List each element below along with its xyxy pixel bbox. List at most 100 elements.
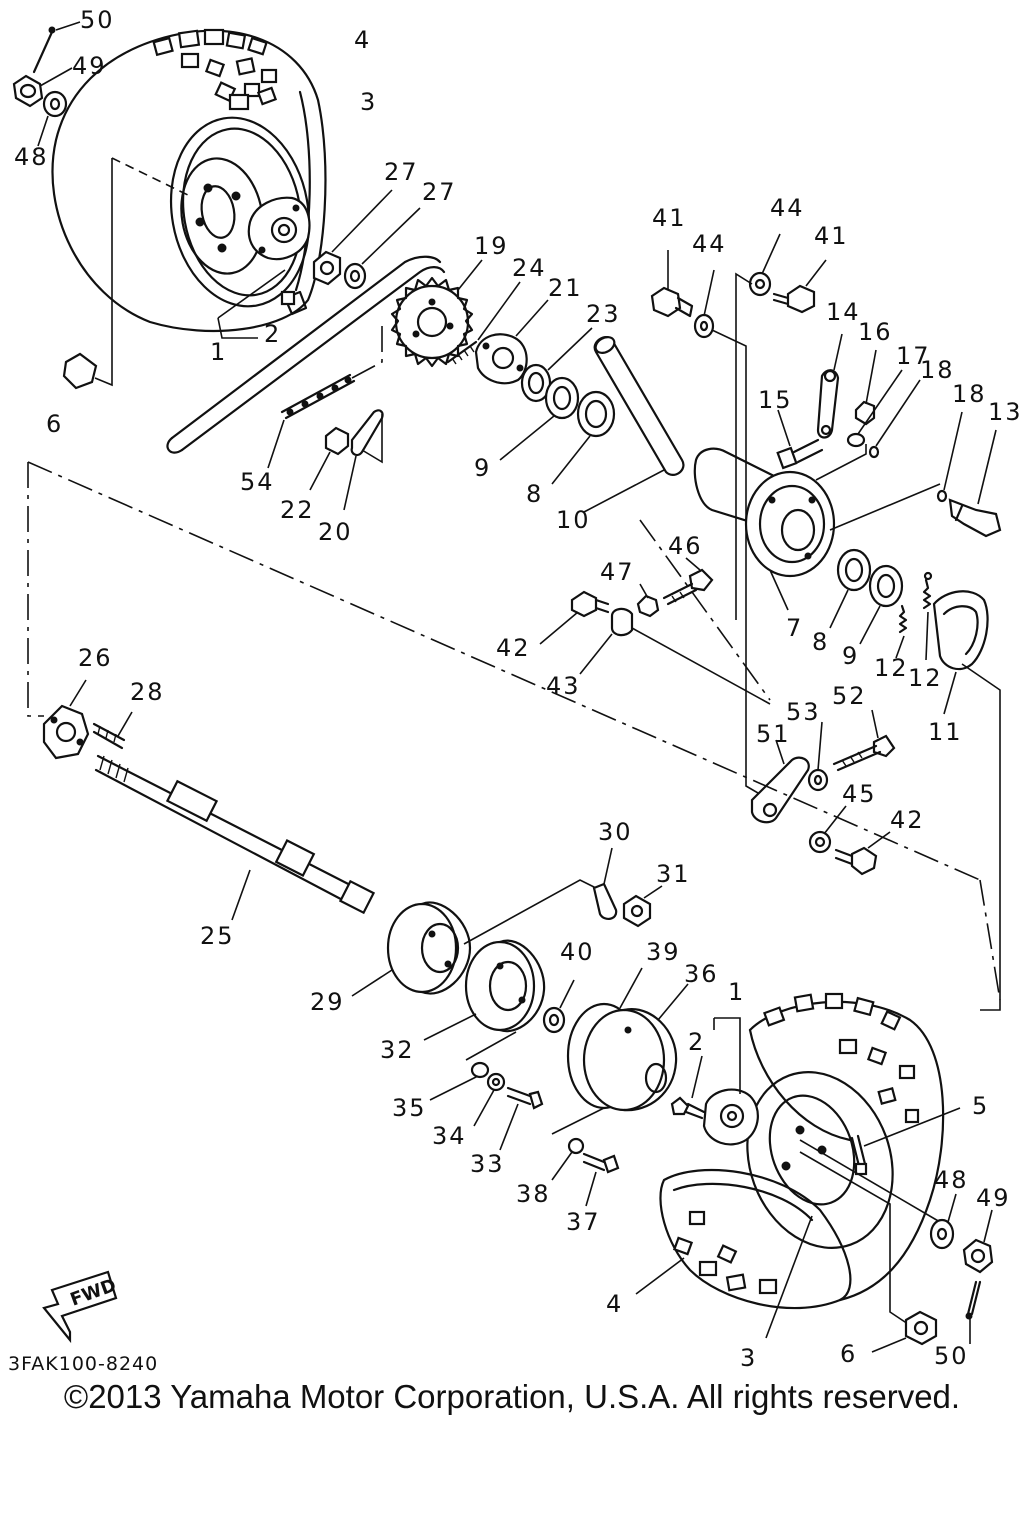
washer-35 [470,1061,490,1079]
bracket-51 [750,756,810,824]
callout-37: 37 [566,1208,601,1236]
collar-43 [610,607,634,637]
callout-42a: 42 [496,634,531,662]
callout-22: 22 [280,496,315,524]
seal-9-low [868,564,904,608]
callout-48-top: 48 [14,143,49,171]
bolt-41b [772,284,816,314]
callout-30: 30 [598,818,633,846]
callout-40: 40 [560,938,595,966]
callout-20: 20 [318,518,353,546]
callout-8-top: 8 [526,480,543,508]
callout-53: 53 [786,698,821,726]
callout-2-low: 2 [688,1028,705,1056]
washer-53 [807,768,829,792]
callout-26: 26 [78,644,113,672]
nuts-27 [312,250,367,290]
bolt-42b [834,846,878,876]
callout-54: 54 [240,468,275,496]
callout-13: 13 [988,398,1023,426]
drum-29 [386,901,472,995]
callout-43: 43 [546,672,581,700]
washer-48-low [929,1218,955,1250]
washer-44b [748,271,772,297]
callout-41b: 41 [814,222,849,250]
callout-5: 5 [972,1092,989,1120]
hub-bolt-top [280,290,308,316]
bearing-8-low [836,548,872,592]
callout-1-low: 1 [728,978,745,1006]
callout-4-low: 4 [606,1290,623,1318]
lever-14 [816,369,840,439]
sprocket-19 [390,276,474,368]
nut-47 [636,594,660,618]
hub-21 [474,333,528,385]
callout-9-low: 9 [842,642,859,670]
callout-41a: 41 [652,204,687,232]
valve-5 [850,1134,868,1176]
bolt-37 [582,1152,620,1174]
callout-32: 32 [380,1036,415,1064]
callout-12b: 12 [908,664,943,692]
bolt-46 [662,568,714,606]
callout-33: 33 [470,1150,505,1178]
callout-44a: 44 [692,230,727,258]
callout-7: 7 [786,614,803,642]
callout-6-low: 6 [840,1340,857,1368]
stud-28 [92,722,126,750]
callout-23: 23 [586,300,621,328]
callout-3-top: 3 [360,88,377,116]
rear-wheel-bottom [659,992,945,1310]
bolt-52 [832,734,896,772]
hub-32 [464,939,546,1033]
nut-16 [854,400,876,426]
cam-13 [948,498,1002,538]
bolt-33 [506,1086,544,1110]
bolt-41a [650,286,694,318]
callout-49-low: 49 [976,1184,1011,1212]
washer-38 [567,1137,585,1155]
callout-42b: 42 [890,806,925,834]
callout-10: 10 [556,506,591,534]
callout-51: 51 [756,720,791,748]
callout-15: 15 [758,386,793,414]
nut-49-low [962,1238,994,1274]
callout-49-top: 49 [72,52,107,80]
callout-14: 14 [826,298,861,326]
callout-27b: 27 [422,178,457,206]
callout-18b: 18 [952,380,987,408]
hub-case-7 [693,447,836,578]
nut-22 [324,426,350,456]
callout-2-top: 2 [264,320,281,348]
clip-18a [868,445,880,459]
callout-1-top: 1 [210,338,227,366]
callout-48-low: 48 [934,1166,969,1194]
callout-6-top: 6 [46,410,63,438]
washer-44a [693,313,715,339]
callout-24: 24 [512,254,547,282]
callout-47: 47 [600,558,635,586]
callout-17: 17 [896,342,931,370]
callout-16: 16 [858,318,893,346]
callout-4-top: 4 [354,26,371,54]
callout-36: 36 [684,960,719,988]
washer-45 [808,830,832,854]
collar-10 [593,336,685,476]
fwd-arrow: FWD [42,1270,119,1344]
callout-46: 46 [668,532,703,560]
rear-wheel-top [51,28,327,333]
callout-38: 38 [516,1180,551,1208]
axle-25 [94,754,376,915]
callout-19: 19 [474,232,509,260]
callout-11: 11 [928,718,963,746]
callout-50-low: 50 [934,1342,969,1370]
callout-21: 21 [548,274,583,302]
callout-12a: 12 [874,654,909,682]
callout-numbers: 50 49 48 4 3 27 27 2 1 6 19 24 21 23 54 … [14,6,1023,1372]
callout-28: 28 [130,678,165,706]
callout-45: 45 [842,780,877,808]
bearing-8-top [576,390,616,438]
seal-9-top [544,376,580,420]
callout-31: 31 [656,860,691,888]
callout-35: 35 [392,1094,427,1122]
